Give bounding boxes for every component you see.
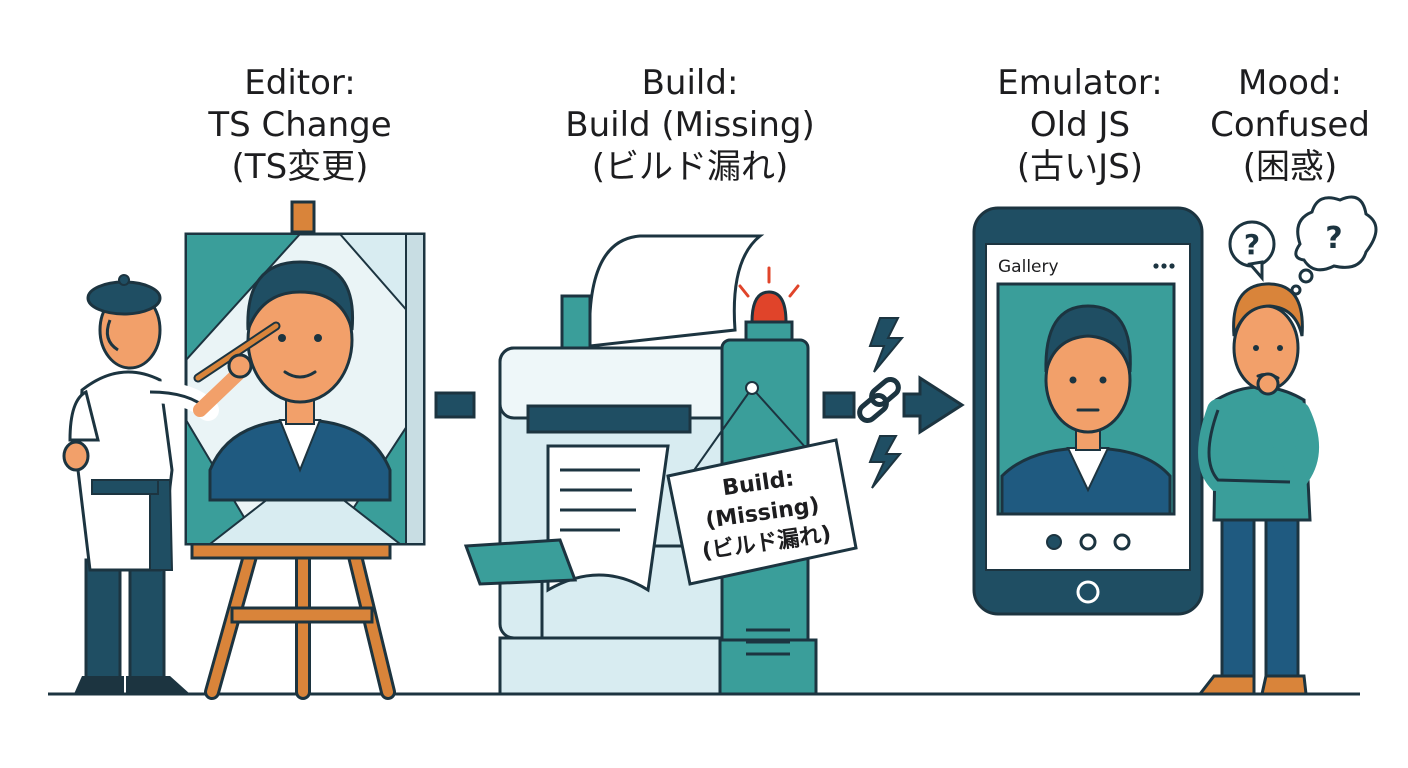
- gallery-title: Gallery: [998, 257, 1059, 277]
- home-button: [1076, 580, 1100, 604]
- mood-label-line3: (困惑): [1242, 147, 1338, 187]
- carousel-dot: [1079, 533, 1097, 551]
- alarm-light-icon: [738, 266, 800, 342]
- phone-photo: [996, 282, 1176, 516]
- build-label-line1: Build:: [641, 63, 739, 103]
- editor-label-line2: TS Change: [208, 105, 392, 145]
- carousel-dot: [1046, 534, 1062, 550]
- editor-stage-label: Editor: TS Change (TS変更): [180, 62, 420, 188]
- mood-stage-label: Mood: Confused (困惑): [1190, 62, 1390, 188]
- thought-bubble-large: ?: [1290, 195, 1378, 296]
- build-label-line2: Build (Missing): [565, 105, 815, 145]
- lightning-bolt-icon: [868, 435, 903, 489]
- chain-link-icon: [857, 377, 901, 423]
- emulator-stage-label: Emulator: Old JS (古いJS): [975, 62, 1185, 188]
- mood-label-line1: Mood:: [1238, 63, 1342, 103]
- carousel-dot: [1113, 533, 1131, 551]
- emulator-label-line3: (古いJS): [1016, 147, 1144, 187]
- painter-figure: [62, 274, 281, 694]
- phone-emulator: Gallery: [972, 206, 1204, 616]
- editor-label-line3: (TS変更): [231, 147, 369, 187]
- emulator-label-line1: Emulator:: [997, 63, 1163, 103]
- build-stage-label: Build: Build (Missing) (ビルド漏れ): [545, 62, 835, 188]
- thought-bubble-small: ?: [1228, 220, 1276, 283]
- question-mark-large: ?: [1325, 221, 1342, 256]
- question-mark-small: ?: [1244, 228, 1260, 261]
- build-label-line3: (ビルド漏れ): [591, 147, 789, 187]
- confused-person: [1196, 282, 1319, 696]
- broken-link-arrow: [822, 317, 965, 489]
- mood-label-line2: Confused: [1210, 105, 1370, 145]
- more-dots-icon: [1153, 263, 1175, 269]
- emulator-label-line2: Old JS: [1029, 105, 1131, 145]
- painting-canvas: [184, 232, 426, 546]
- hanging-sign: Build: (Missing) (ビルド漏れ): [666, 381, 858, 586]
- flow-arrow-segment: [434, 391, 476, 419]
- lightning-bolt-icon: [868, 317, 905, 373]
- editor-label-line1: Editor:: [244, 63, 356, 103]
